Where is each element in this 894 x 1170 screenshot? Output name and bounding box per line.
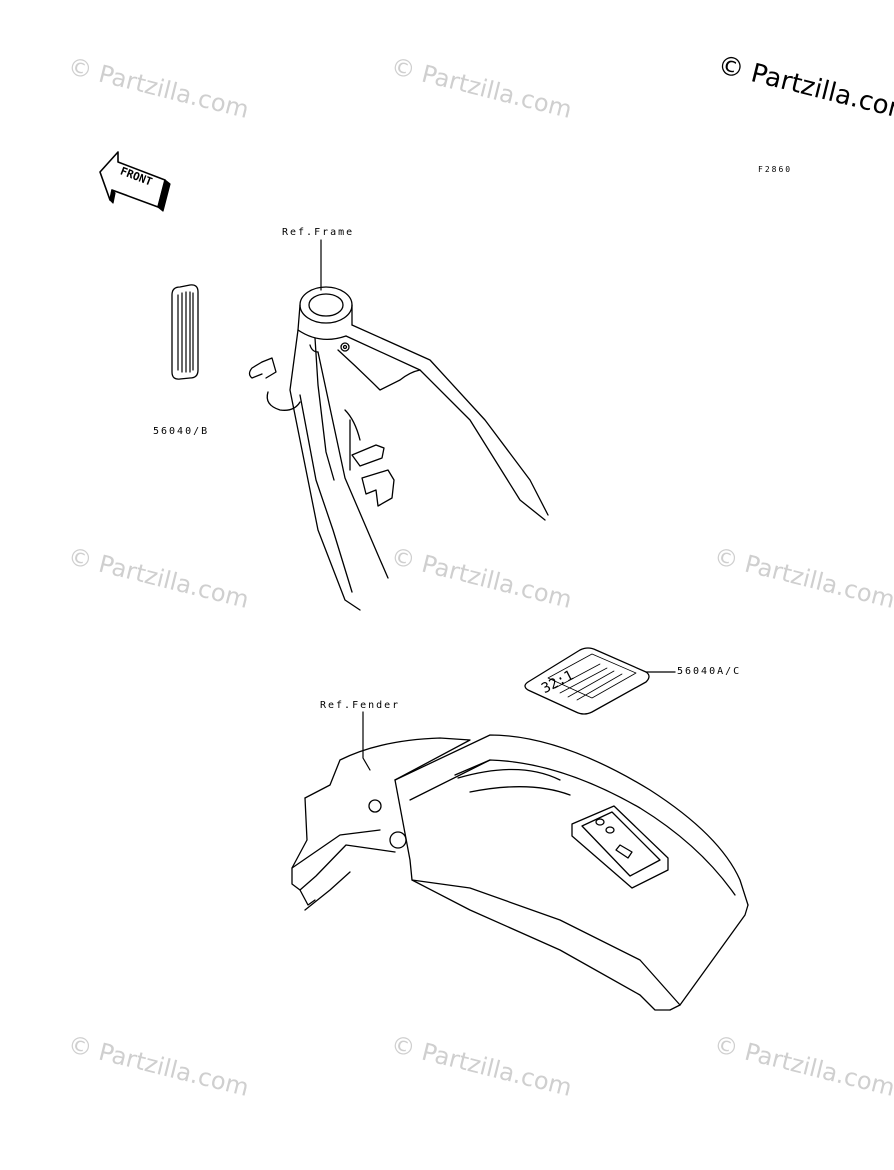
- figure-code: F2860: [758, 165, 793, 174]
- label-56040b: 56040/B: [153, 426, 210, 437]
- label-56040ac: 56040A/C: [677, 666, 742, 677]
- front-arrow-icon: [99, 151, 171, 212]
- decal-56040ac: [524, 647, 676, 715]
- ref-fender-leader: [362, 711, 371, 771]
- label-ref-frame: Ref.Frame: [282, 227, 355, 238]
- label-ref-fender: Ref.Fender: [320, 700, 401, 711]
- decal-56040b: [171, 284, 199, 380]
- fender-drawing: [291, 734, 749, 1011]
- frame-drawing: [248, 286, 549, 611]
